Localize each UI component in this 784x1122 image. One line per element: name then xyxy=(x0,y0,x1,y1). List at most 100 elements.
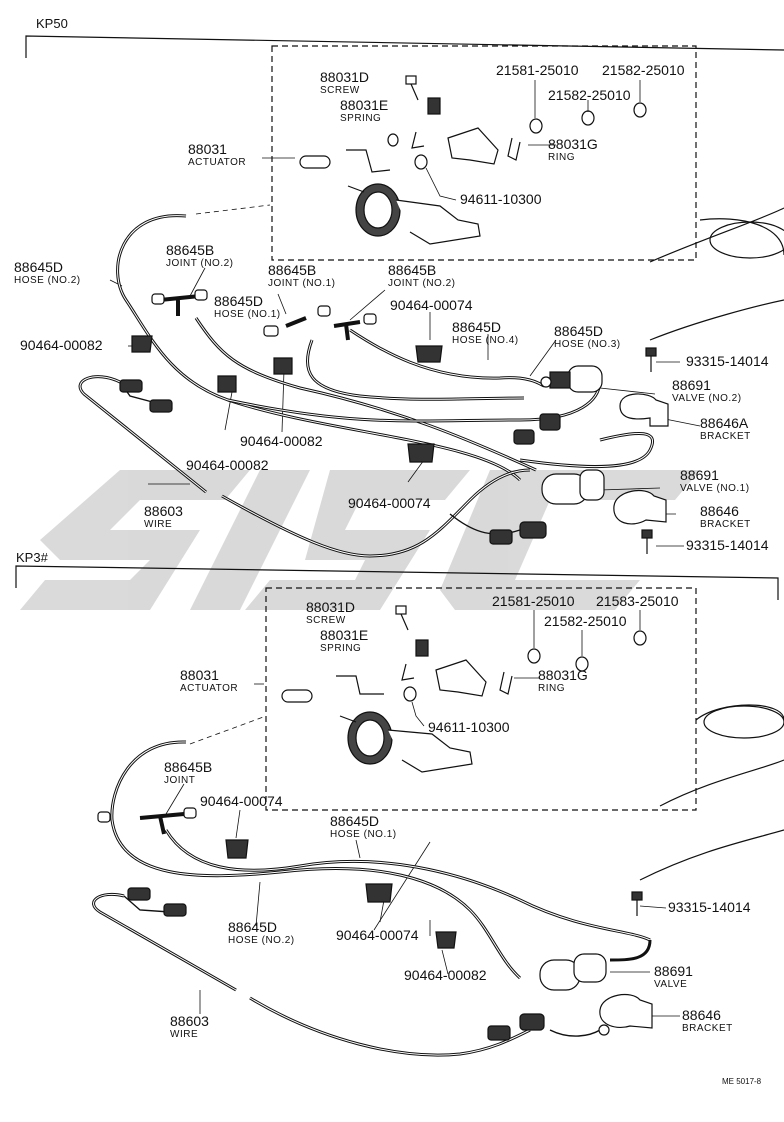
part-number: 94611-10300 xyxy=(428,719,510,735)
clamp-icon xyxy=(365,883,393,903)
part-number: 21582-25010 xyxy=(548,87,631,103)
part-name: HOSE (NO.4) xyxy=(452,335,519,346)
part-name: SCREW xyxy=(306,615,346,626)
section-kp50 xyxy=(25,35,784,341)
part-name: VALVE (NO.2) xyxy=(672,393,742,404)
rod-icon xyxy=(336,675,384,695)
part-number: 88645D xyxy=(452,319,501,335)
nut-icon xyxy=(403,686,417,702)
joint-icon xyxy=(139,812,185,835)
part-number: 88645D xyxy=(554,323,603,339)
part-number: 21581-25010 xyxy=(492,593,575,609)
part-name: HOSE (NO.2) xyxy=(228,935,295,946)
part-name: BRACKET xyxy=(700,519,751,530)
connector-icon xyxy=(163,903,187,917)
part-number: 90464-00082 xyxy=(240,433,323,449)
part-number: 88031G xyxy=(548,136,598,152)
actuator-kp50 xyxy=(299,75,647,245)
bracket-icon xyxy=(613,489,667,525)
valve-no1-icon xyxy=(541,469,605,505)
wire-kp3 xyxy=(92,893,601,1057)
part-number: 88646 xyxy=(700,503,739,519)
part-number: 88031G xyxy=(538,667,588,683)
part-number: 88646A xyxy=(700,415,749,431)
actuator-diaphragm-icon xyxy=(347,183,481,245)
part-name: BRACKET xyxy=(700,431,751,442)
terminal-icon xyxy=(598,1024,610,1036)
part-number: 90464-00074 xyxy=(348,495,431,511)
part-number: 88645B xyxy=(388,262,436,278)
part-name: JOINT (NO.1) xyxy=(268,278,335,289)
lever-bracket-icon xyxy=(435,659,487,697)
connector-icon xyxy=(127,887,151,901)
actuator-kp3 xyxy=(281,605,647,773)
part-number: 88031E xyxy=(320,627,368,643)
part-number: 88645D xyxy=(228,919,277,935)
washer-icon xyxy=(527,648,541,664)
labels-kp50: 88031D SCREW 88031E SPRING 88031 ACTUATO… xyxy=(14,62,769,553)
part-name: JOINT (NO.2) xyxy=(388,278,455,289)
spring-icon xyxy=(415,639,429,657)
connector-icon xyxy=(149,399,173,413)
connector-icon xyxy=(487,1025,511,1041)
ring-clip-icon xyxy=(507,137,521,161)
connector-icon xyxy=(489,529,513,545)
pin-icon xyxy=(281,689,313,703)
connector-icon xyxy=(119,379,143,393)
clamp-icon xyxy=(131,335,153,353)
labels-kp3: 88031D SCREW 88031E SPRING 88031 ACTUATO… xyxy=(164,593,751,1040)
part-number: 93315-14014 xyxy=(686,353,769,369)
part-number: 88645B xyxy=(166,242,214,258)
connector-icon xyxy=(539,413,561,431)
part-name: VALVE (NO.1) xyxy=(680,483,750,494)
part-name: HOSE (NO.2) xyxy=(14,275,81,286)
part-number: 88031 xyxy=(180,667,219,683)
part-name: HOSE (NO.1) xyxy=(330,829,397,840)
screw-icon xyxy=(395,605,409,631)
spring-icon xyxy=(427,97,441,115)
washer-icon xyxy=(633,102,647,118)
part-name: SPRING xyxy=(340,113,381,124)
part-number: 88031D xyxy=(320,69,369,85)
part-name: RING xyxy=(548,152,575,163)
lever-bracket-icon xyxy=(447,127,499,165)
screw-icon xyxy=(405,75,419,101)
rod-icon xyxy=(346,149,391,173)
clamp-icon xyxy=(435,931,457,949)
part-number: 21581-25010 xyxy=(496,62,579,78)
part-name: WIRE xyxy=(170,1029,198,1040)
clip-icon xyxy=(411,131,425,149)
part-number: 94611-10300 xyxy=(460,191,542,207)
clamp-icon xyxy=(225,839,249,859)
joint-no2b-icon xyxy=(333,320,361,341)
clamp-icon xyxy=(273,357,293,375)
part-number: 90464-00074 xyxy=(200,793,283,809)
joint-end-icon xyxy=(151,293,165,305)
part-number: 88031E xyxy=(340,97,388,113)
actuator-diaphragm-icon xyxy=(339,711,473,773)
part-name: HOSE (NO.3) xyxy=(554,339,621,350)
bracket-a-icon xyxy=(619,393,669,427)
part-number: 88031D xyxy=(306,599,355,615)
part-name: VALVE xyxy=(654,979,687,990)
pin-icon xyxy=(299,155,331,169)
part-number: 90464-00082 xyxy=(186,457,269,473)
part-number: 88691 xyxy=(654,963,693,979)
bolt-icon xyxy=(645,347,657,372)
part-number: 88645D xyxy=(330,813,379,829)
nut-icon xyxy=(414,154,428,170)
components-kp3 xyxy=(97,807,653,1041)
leaders-kp50 xyxy=(109,80,701,547)
ring-clip-icon xyxy=(499,671,513,695)
connector-icon xyxy=(519,1013,545,1031)
part-number: 88646 xyxy=(682,1007,721,1023)
part-number: 21582-25010 xyxy=(544,613,627,629)
part-number: 21583-25010 xyxy=(596,593,679,609)
part-number: 88645D xyxy=(214,293,263,309)
part-number: 88691 xyxy=(680,467,719,483)
part-number: 88691 xyxy=(672,377,711,393)
figure-code: ME 5017-8 xyxy=(722,1077,762,1086)
joint-no1-icon xyxy=(263,325,279,337)
part-number: 90464-00082 xyxy=(404,967,487,983)
joint-end-icon xyxy=(194,289,208,301)
